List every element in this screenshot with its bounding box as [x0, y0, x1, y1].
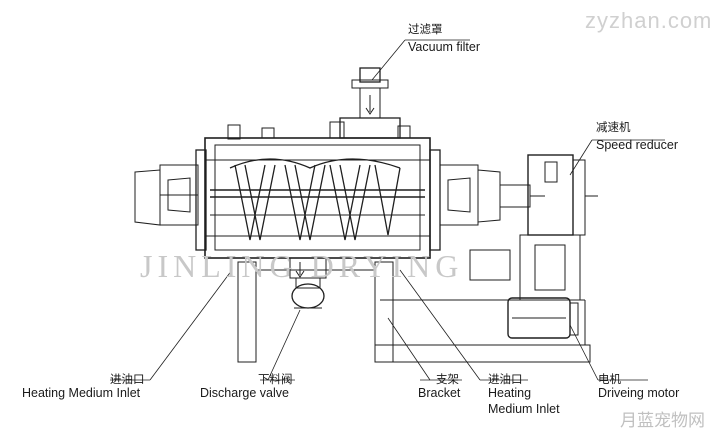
- heating-inlet-right-label-en2: Medium Inlet: [488, 402, 560, 416]
- motor-label-en: Driveing motor: [598, 386, 680, 400]
- top-nozzles: [227, 121, 411, 140]
- heating-inlet-right-label-en: Heating: [488, 386, 532, 400]
- vacuum-filter-label-cn: 过滤罩: [408, 22, 443, 36]
- left-bearing: [134, 164, 199, 226]
- discharge-valve-label-cn: 下料阀: [258, 372, 293, 386]
- bracket-label-en: Bracket: [418, 386, 461, 400]
- drive-motor: [507, 297, 579, 339]
- vacuum-filter-label-en: Vacuum filter: [408, 40, 481, 54]
- speed-reducer-label-cn: 减速机: [596, 120, 631, 134]
- bracket-label-cn: 支架: [436, 372, 459, 386]
- right-bearing: [439, 164, 545, 226]
- watermark-center: JINLING DRYING: [140, 248, 464, 284]
- leader-lines: [110, 39, 665, 381]
- discharge-valve-label-en: Discharge valve: [200, 386, 289, 400]
- speed-reducer: [519, 154, 598, 301]
- watermark-top-right: zyzhan.com: [585, 8, 713, 33]
- heating-inlet-left-label-en: Heating Medium Inlet: [22, 386, 141, 400]
- paddles: [229, 158, 401, 241]
- heating-inlet-left-label-cn: 进油口: [110, 372, 145, 386]
- heating-inlet-right-label-cn: 进油口: [488, 372, 523, 386]
- discharge-valve: [289, 257, 327, 309]
- vacuum-filter: [339, 67, 401, 139]
- speed-reducer-label-en: Speed reducer: [596, 138, 679, 152]
- watermark-bottom-right: 月蓝宠物网: [620, 411, 705, 430]
- drum-body: [195, 137, 441, 259]
- bracket-frame: [237, 249, 591, 363]
- motor-label-cn: 电机: [598, 372, 621, 386]
